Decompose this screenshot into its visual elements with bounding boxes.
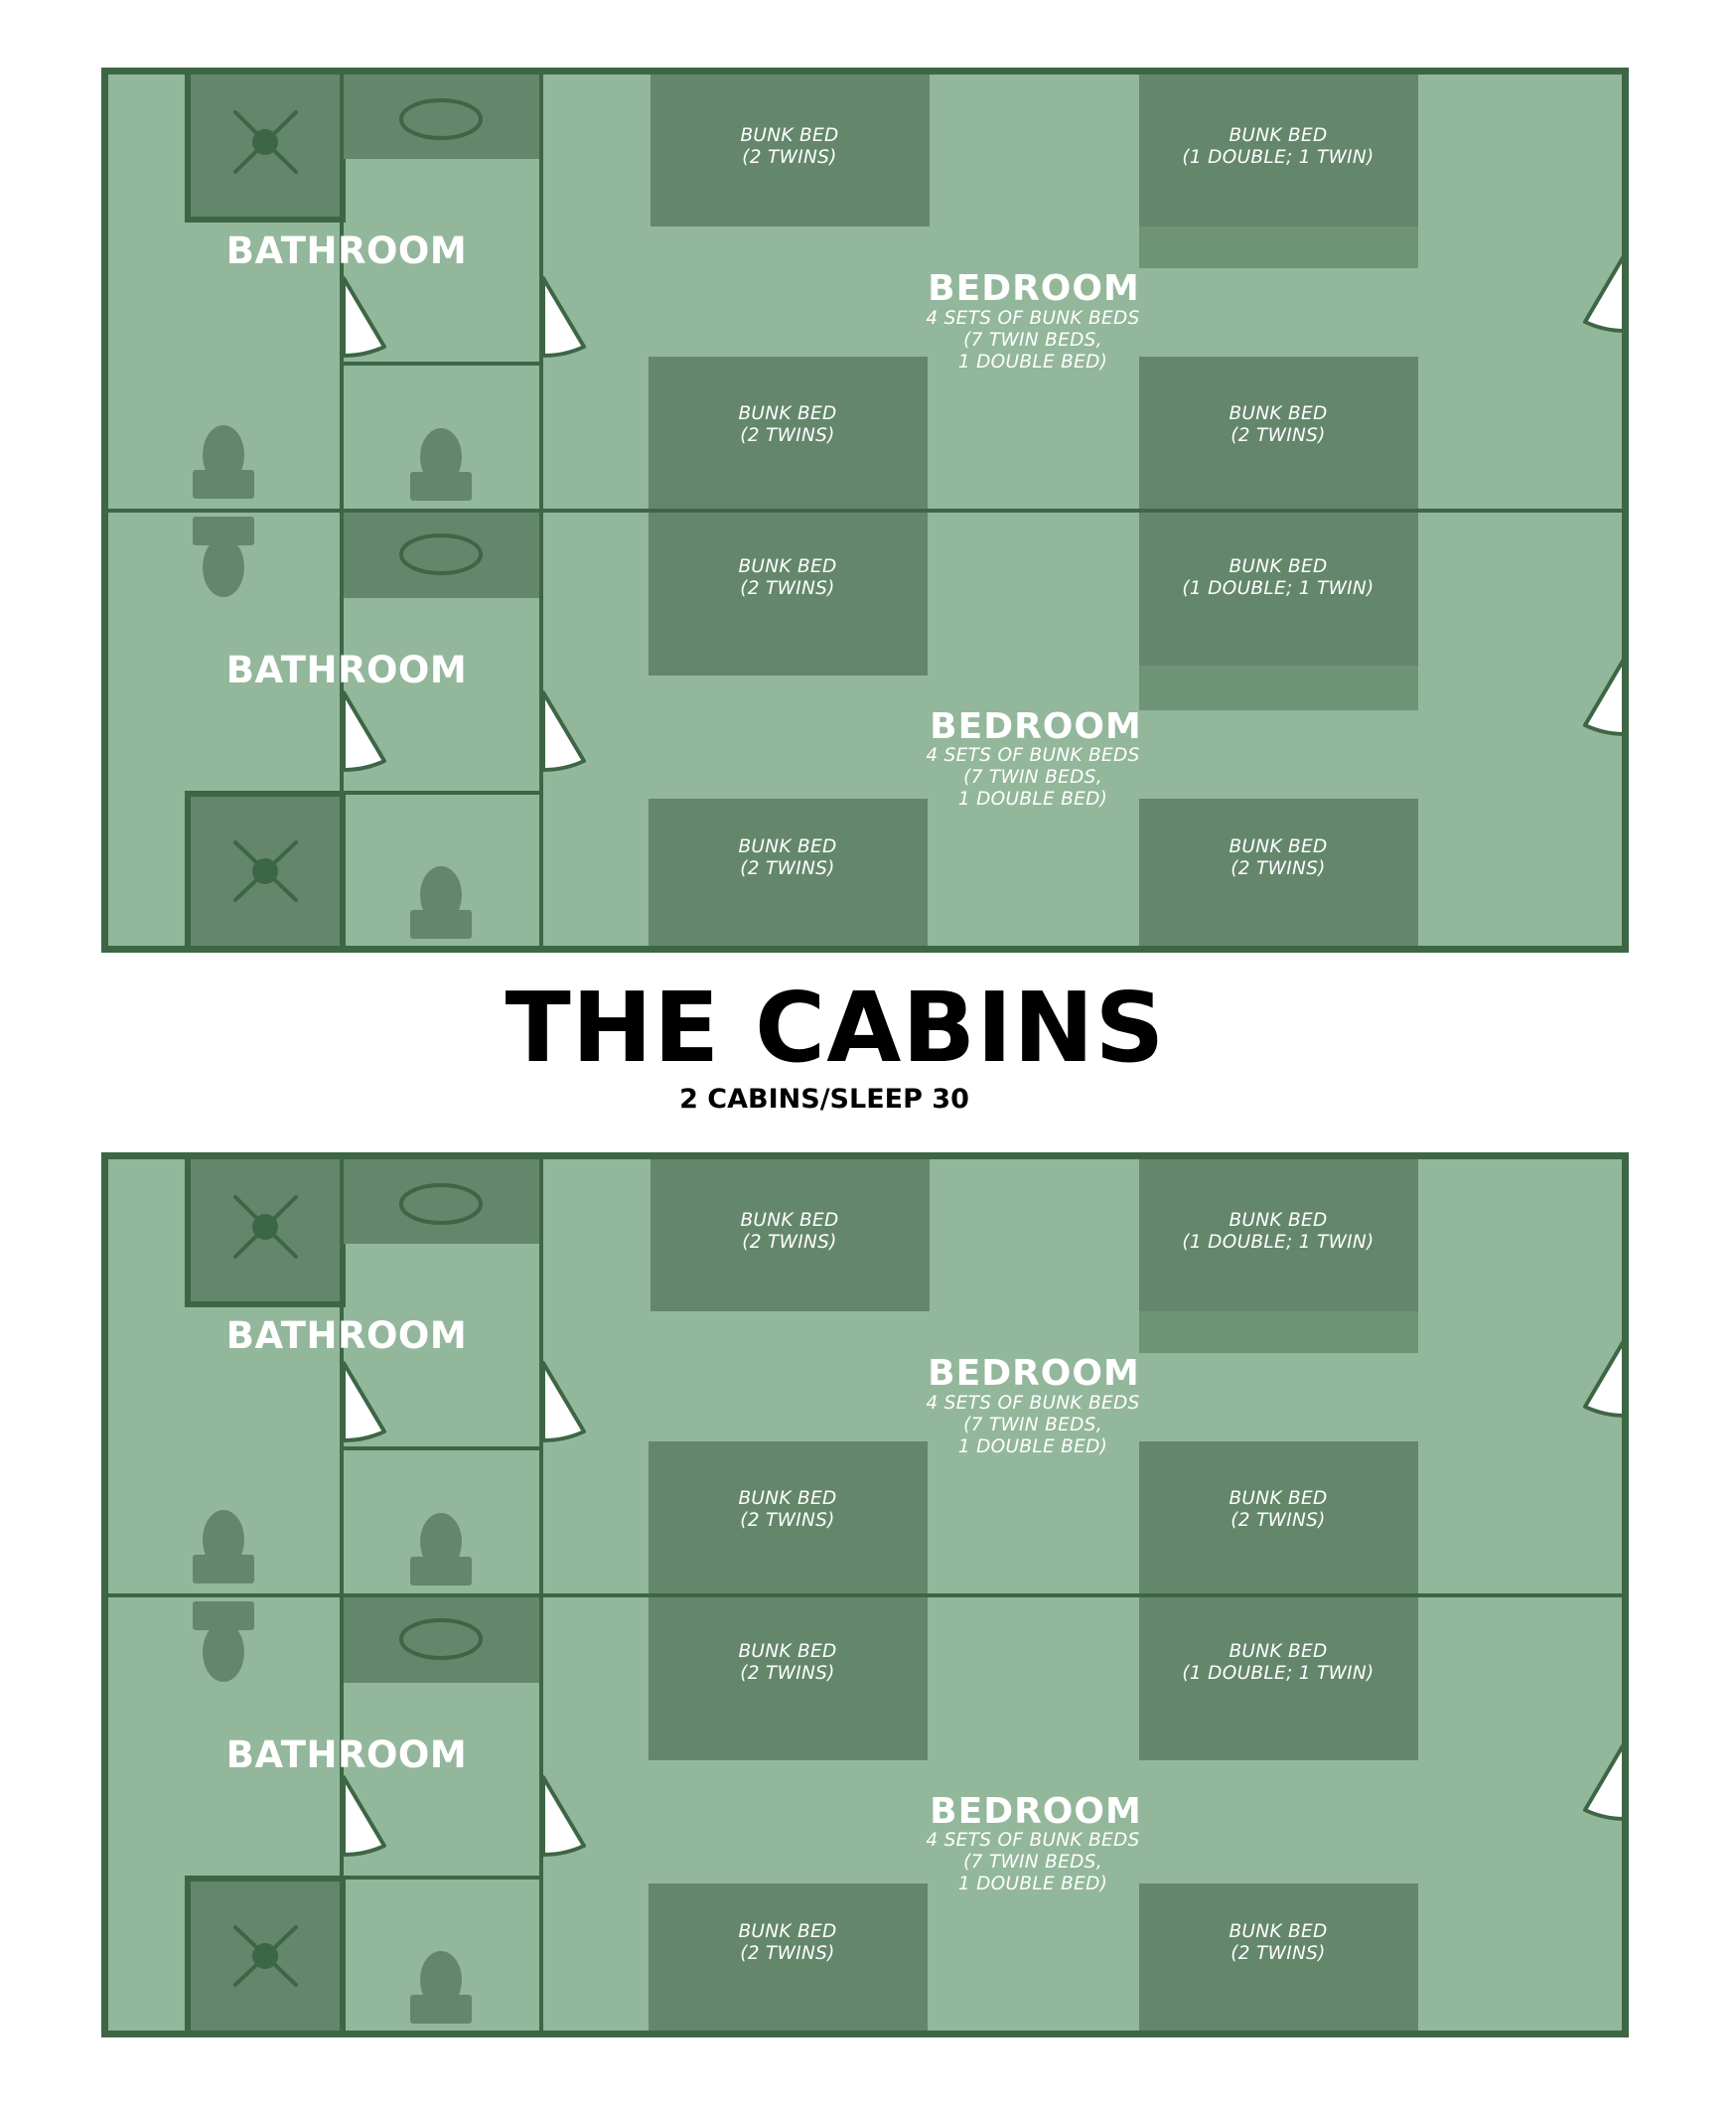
bunk-bed bbox=[649, 357, 928, 509]
bunk-bed-label: BUNK BED (1 DOUBLE; 1 TWIN) bbox=[1182, 1210, 1374, 1253]
page-subtitle: 2 CABINS/SLEEP 30 bbox=[679, 1084, 969, 1115]
bunk-bed-label: BUNK BED (2 TWINS) bbox=[738, 1641, 837, 1684]
toilet-icon bbox=[193, 1510, 254, 1583]
bunk-bed-label: BUNK BED (2 TWINS) bbox=[738, 556, 837, 599]
bunk-bed bbox=[649, 1597, 928, 1760]
page-title: THE CABINS bbox=[505, 972, 1166, 1084]
sink-icon bbox=[399, 98, 483, 140]
bunk-bed-double bbox=[1139, 1597, 1418, 1760]
bunk-bed-double bbox=[1139, 75, 1418, 226]
bunk-bed bbox=[649, 1441, 928, 1593]
bunk-bed-label: BUNK BED (2 TWINS) bbox=[740, 125, 839, 168]
sink-icon bbox=[399, 1618, 483, 1660]
bathroom-label: BATHROOM bbox=[225, 1733, 468, 1776]
floorplan-cabin-2: BATHROOM BEDROOM 4 SETS OF BUNK BEDS (7 … bbox=[101, 1152, 1629, 2037]
bathroom-label: BATHROOM bbox=[225, 649, 468, 691]
floorplan-drawing bbox=[101, 68, 1629, 953]
bunk-bed-label: BUNK BED (2 TWINS) bbox=[738, 1488, 837, 1531]
sink-counter bbox=[343, 1159, 539, 1244]
bunk-bed bbox=[649, 799, 928, 953]
toilet-icon bbox=[410, 866, 472, 939]
bedroom-description: 4 SETS OF BUNK BEDS (7 TWIN BEDS, 1 DOUB… bbox=[926, 745, 1140, 810]
bathroom-label: BATHROOM bbox=[225, 1314, 468, 1357]
bunk-bed-label: BUNK BED (2 TWINS) bbox=[1229, 1488, 1328, 1531]
sink-icon bbox=[399, 533, 483, 575]
bedroom-label: BEDROOM bbox=[928, 1353, 1140, 1394]
bunk-bed bbox=[1139, 799, 1418, 953]
sink-icon bbox=[399, 1183, 483, 1225]
toilet-icon bbox=[410, 1951, 472, 2024]
bedroom-label: BEDROOM bbox=[928, 268, 1140, 309]
toilet-icon bbox=[410, 428, 472, 501]
bunk-bed bbox=[649, 513, 928, 676]
bedroom-description: 4 SETS OF BUNK BEDS (7 TWIN BEDS, 1 DOUB… bbox=[926, 1830, 1140, 1894]
bedroom-label: BEDROOM bbox=[930, 1791, 1142, 1832]
toilet-icon bbox=[410, 1513, 472, 1585]
bunk-bed-label: BUNK BED (1 DOUBLE; 1 TWIN) bbox=[1182, 1641, 1374, 1684]
floorplan-cabin-1: BATHROOM BEDROOM 4 SETS OF BUNK BEDS (7 … bbox=[101, 68, 1629, 953]
bunk-bed-double bbox=[1139, 1159, 1418, 1311]
bunk-bed bbox=[649, 1883, 928, 2037]
bunk-bed bbox=[1139, 1441, 1418, 1593]
bunk-bed-label: BUNK BED (1 DOUBLE; 1 TWIN) bbox=[1182, 556, 1374, 599]
bunk-bed-label: BUNK BED (2 TWINS) bbox=[1229, 836, 1328, 879]
bunk-bed-label: BUNK BED (2 TWINS) bbox=[740, 1210, 839, 1253]
bunk-bed bbox=[651, 1159, 930, 1311]
bunk-bed-label: BUNK BED (1 DOUBLE; 1 TWIN) bbox=[1182, 125, 1374, 168]
bunk-bed bbox=[1139, 357, 1418, 509]
bedroom-description: 4 SETS OF BUNK BEDS (7 TWIN BEDS, 1 DOUB… bbox=[926, 1393, 1140, 1457]
bunk-bed-double bbox=[1139, 513, 1418, 666]
floorplan-drawing bbox=[101, 1152, 1629, 2037]
sink-counter bbox=[343, 75, 539, 159]
bunk-bed bbox=[651, 75, 930, 226]
bunk-bed bbox=[1139, 1883, 1418, 2037]
bathroom-label: BATHROOM bbox=[225, 229, 468, 272]
bunk-bed-label: BUNK BED (2 TWINS) bbox=[1229, 403, 1328, 446]
sink-counter bbox=[343, 513, 539, 598]
bedroom-description: 4 SETS OF BUNK BEDS (7 TWIN BEDS, 1 DOUB… bbox=[926, 308, 1140, 373]
toilet-icon bbox=[193, 1601, 254, 1682]
bunk-bed-label: BUNK BED (2 TWINS) bbox=[738, 1921, 837, 1964]
bunk-bed-label: BUNK BED (2 TWINS) bbox=[738, 836, 837, 879]
sink-counter bbox=[343, 1597, 539, 1683]
door-swing-icon bbox=[342, 252, 1627, 772]
bedroom-label: BEDROOM bbox=[930, 706, 1142, 747]
toilet-icon bbox=[193, 425, 254, 499]
toilet-icon bbox=[193, 517, 254, 597]
bunk-bed-label: BUNK BED (2 TWINS) bbox=[1229, 1921, 1328, 1964]
bunk-bed-label: BUNK BED (2 TWINS) bbox=[738, 403, 837, 446]
